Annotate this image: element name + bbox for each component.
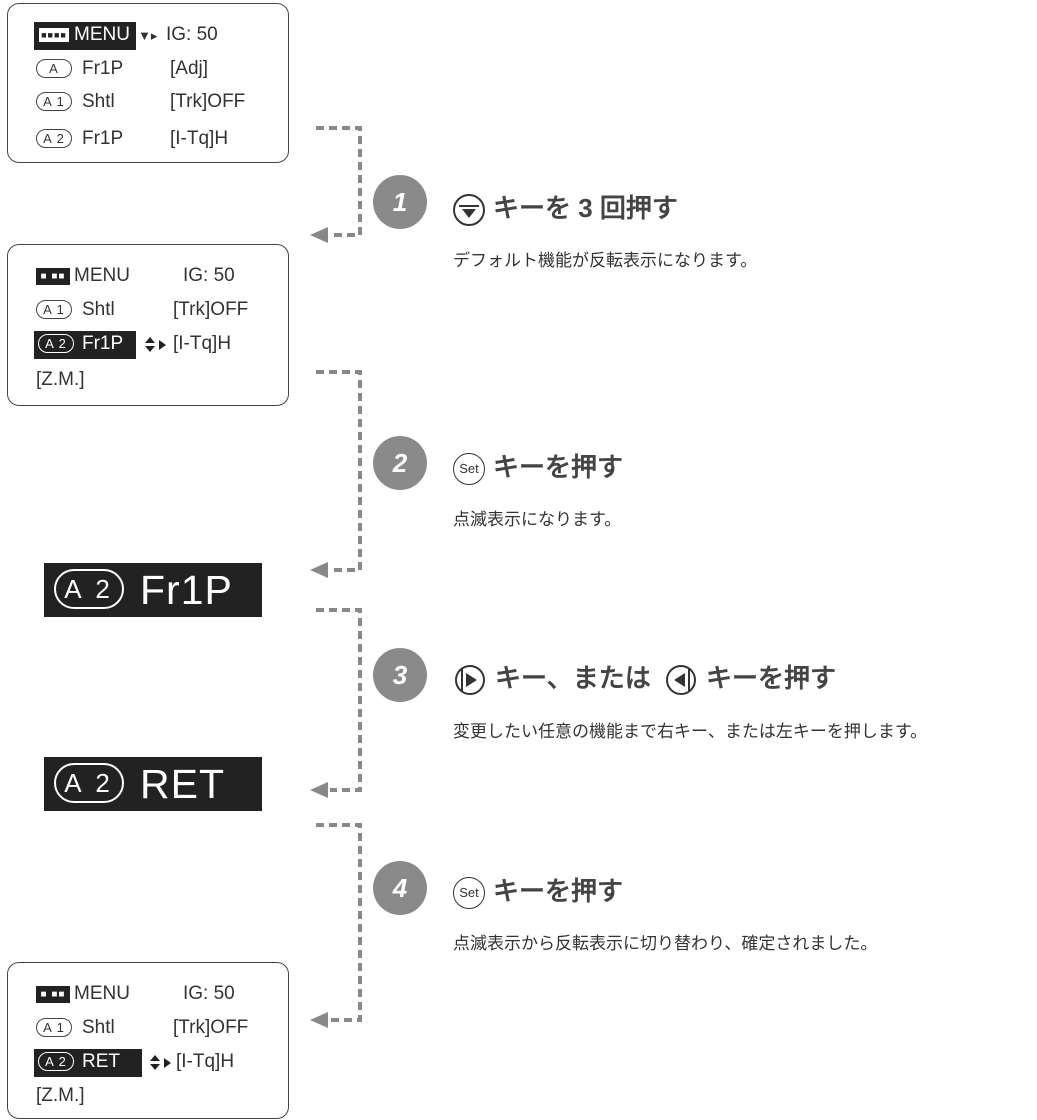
function-value: [Trk]OFF [173, 1017, 249, 1038]
step-4-badge: 4 [373, 861, 427, 915]
lcd-panel-initial: ■■■■ MENU ▼▸ IG: 50 A Fr1P [Adj] A 1 Sht… [7, 3, 289, 163]
arrowhead-2 [310, 562, 328, 578]
step-2-desc: 点滅表示になります。 [453, 510, 622, 529]
key-a2-chip: A 2 [38, 1052, 74, 1071]
left-key-icon [664, 664, 698, 696]
function-name: Fr1P [140, 567, 233, 613]
menu-label: MENU [74, 983, 130, 1004]
step-1-badge: 1 [373, 175, 427, 229]
function-name: Fr1P [82, 128, 124, 149]
menu-label: MENU [74, 24, 130, 45]
menu-label: MENU [74, 265, 130, 286]
lcd-row-menu: ■■■■ MENU ▼▸ IG: 50 [8, 22, 288, 50]
menu-chip-icon: ■ ■■ [36, 268, 70, 285]
connector-2 [316, 370, 362, 572]
zoom-mode-value: [Z.M.] [36, 369, 85, 390]
connector-3 [316, 608, 362, 792]
ig-value: IG: 50 [166, 24, 218, 45]
lcd-panel-confirmed: ■ ■■ MENU IG: 50 A 1 Shtl [Trk]OFF A 2 R… [7, 962, 289, 1119]
function-value: [I-Tq]H [176, 1051, 235, 1072]
step-4-desc: 点滅表示から反転表示に切り替わり、確定されました。 [453, 934, 878, 953]
lcd-blink-display: A 2 Fr1P [44, 563, 262, 617]
arrowhead-3 [310, 782, 328, 798]
function-value: [I-Tq]H [170, 128, 229, 149]
lcd-row: A 1 Shtl [Trk]OFF [8, 1015, 288, 1043]
key-a1-chip: A 1 [36, 92, 72, 111]
function-value: [Trk]OFF [173, 299, 249, 320]
lcd-row: [Z.M.] [8, 1083, 288, 1111]
lcd-row: A Fr1P [Adj] [8, 56, 288, 84]
step-2-badge: 2 [373, 436, 427, 490]
lcd-blink-display: A 2 RET [44, 757, 262, 811]
key-a1-chip: A 1 [36, 1018, 72, 1037]
lcd-row-menu: ■ ■■ MENU IG: 50 [8, 981, 288, 1009]
function-value: [Adj] [170, 58, 209, 79]
lcd-row-menu: ■ ■■ MENU IG: 50 [8, 263, 288, 291]
step-3-title: キー、または キーを押す [453, 658, 836, 696]
function-name: Shtl [82, 299, 115, 320]
step-3-desc: 変更したい任意の機能まで右キー、または左キーを押します。 [453, 722, 928, 741]
function-name: Shtl [82, 91, 115, 112]
updown-right-arrow-icon [150, 1055, 171, 1070]
menu-chip-icon: ■■■■ [39, 28, 69, 42]
function-name: RET [140, 761, 225, 807]
lcd-panel-selected: ■ ■■ MENU IG: 50 A 1 Shtl [Trk]OFF A 2 F… [7, 244, 289, 406]
connector-1 [316, 126, 362, 237]
key-a2-chip: A 2 [38, 334, 74, 353]
lcd-row: A 2 Fr1P [I-Tq]H [8, 126, 288, 154]
menu-chip-icon: ■ ■■ [36, 986, 70, 1003]
step-1-title: キーを 3 回押す [453, 188, 678, 227]
down-key-icon [453, 194, 485, 227]
key-a2-chip: A 2 [36, 129, 72, 148]
lcd-row: A 1 Shtl [Trk]OFF [8, 297, 288, 325]
lcd-row-highlighted: A 2 Fr1P [I-Tq]H [8, 331, 288, 359]
menu-nav-arrow-icon: ▼▸ [138, 28, 158, 43]
set-key-icon: Set [453, 877, 485, 910]
lcd-row: A 1 Shtl [Trk]OFF [8, 89, 288, 117]
function-value: [I-Tq]H [173, 333, 232, 354]
lcd-row: [Z.M.] [8, 367, 288, 395]
key-a1-chip: A 1 [36, 300, 72, 319]
function-name: RET [82, 1051, 120, 1072]
function-value: [Trk]OFF [170, 91, 246, 112]
step-3-badge: 3 [373, 648, 427, 702]
key-a-chip: A [36, 59, 72, 78]
function-name: Fr1P [82, 333, 124, 354]
function-name: Fr1P [82, 58, 124, 79]
zoom-mode-value: [Z.M.] [36, 1085, 85, 1106]
arrowhead-4 [310, 1012, 328, 1028]
ig-value: IG: 50 [183, 265, 235, 286]
function-name: Shtl [82, 1017, 115, 1038]
connector-4 [316, 823, 362, 1022]
right-key-icon [453, 664, 487, 696]
lcd-row-highlighted: A 2 RET [I-Tq]H [8, 1049, 288, 1077]
updown-right-arrow-icon [145, 337, 166, 352]
key-a2-chip: A 2 [54, 763, 124, 803]
arrowhead-1 [310, 227, 328, 243]
ig-value: IG: 50 [183, 983, 235, 1004]
set-key-icon: Set [453, 453, 485, 486]
step-1-desc: デフォルト機能が反転表示になります。 [453, 251, 758, 270]
key-a2-chip: A 2 [54, 569, 124, 609]
